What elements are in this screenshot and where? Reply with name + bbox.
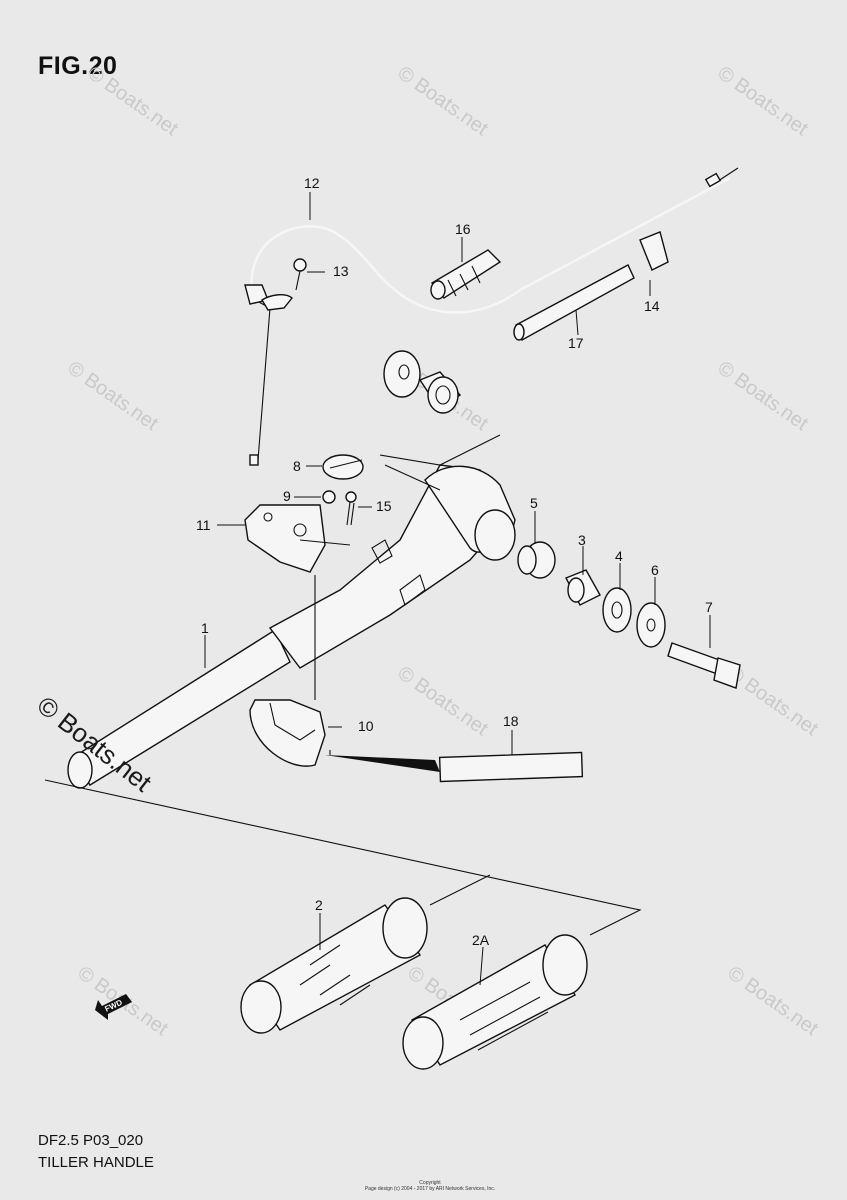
callout-13: 13: [333, 263, 349, 279]
part-7-bolt[interactable]: [667, 642, 741, 689]
fwd-label: FWD: [103, 998, 124, 1014]
model-code: DF2.5 P03_020: [38, 1132, 144, 1149]
callout-8: 8: [293, 458, 301, 474]
callout-3: 3: [578, 532, 586, 548]
copyright-note: Copyright Page design (c) 2004 - 2017 by…: [360, 1180, 500, 1192]
figure-caption: TILLER HANDLE: [38, 1154, 154, 1171]
callout-15: 15: [376, 498, 392, 514]
callout-17: 17: [568, 335, 584, 351]
part-6-washer[interactable]: [636, 602, 666, 648]
part-5-bushing[interactable]: [517, 541, 556, 579]
part-3-collar[interactable]: [565, 569, 601, 606]
part-13-screw[interactable]: [261, 258, 307, 311]
part-1-tiller-handle[interactable]: [67, 464, 516, 789]
part-12-cable[interactable]: [244, 167, 739, 466]
callout-12: 12: [304, 175, 320, 191]
part-4-washer[interactable]: [602, 587, 632, 633]
part-16-grip-sleeve[interactable]: [430, 249, 502, 300]
copyright-heading: Copyright: [419, 1180, 441, 1186]
callout-6: 6: [651, 562, 659, 578]
callout-2A: 2A: [472, 932, 490, 948]
callout-10: 10: [358, 718, 374, 734]
part-9-nut[interactable]: [322, 490, 336, 504]
figure-title: FIG.20: [38, 52, 118, 80]
callout-18: 18: [503, 713, 519, 729]
callout-9: 9: [283, 488, 291, 504]
part-2A-grip[interactable]: [402, 934, 588, 1070]
callout-5: 5: [530, 495, 538, 511]
copyright-line: Page design (c) 2004 - 2017 by ARI Netwo…: [364, 1186, 496, 1192]
callout-2: 2: [315, 897, 323, 913]
part-11-bracket[interactable]: [244, 504, 326, 573]
part-14-clip[interactable]: [639, 231, 669, 271]
callout-1: 1: [201, 620, 209, 636]
part-8-knob[interactable]: [322, 454, 364, 480]
callout-4: 4: [615, 548, 623, 564]
callout-14: 14: [644, 298, 660, 314]
callout-11: 11: [196, 517, 211, 533]
part-18-label[interactable]: [325, 751, 584, 783]
part-15-screw[interactable]: [345, 491, 357, 526]
fwd-arrow-icon: FWD: [95, 994, 132, 1020]
part-17-tube[interactable]: [513, 264, 635, 341]
washer-bushing-upper[interactable]: [383, 350, 462, 414]
part-2-grip[interactable]: [240, 897, 428, 1034]
callout-7: 7: [705, 599, 713, 615]
callout-16: 16: [455, 221, 471, 237]
part-10-lower-bracket[interactable]: [249, 699, 326, 767]
